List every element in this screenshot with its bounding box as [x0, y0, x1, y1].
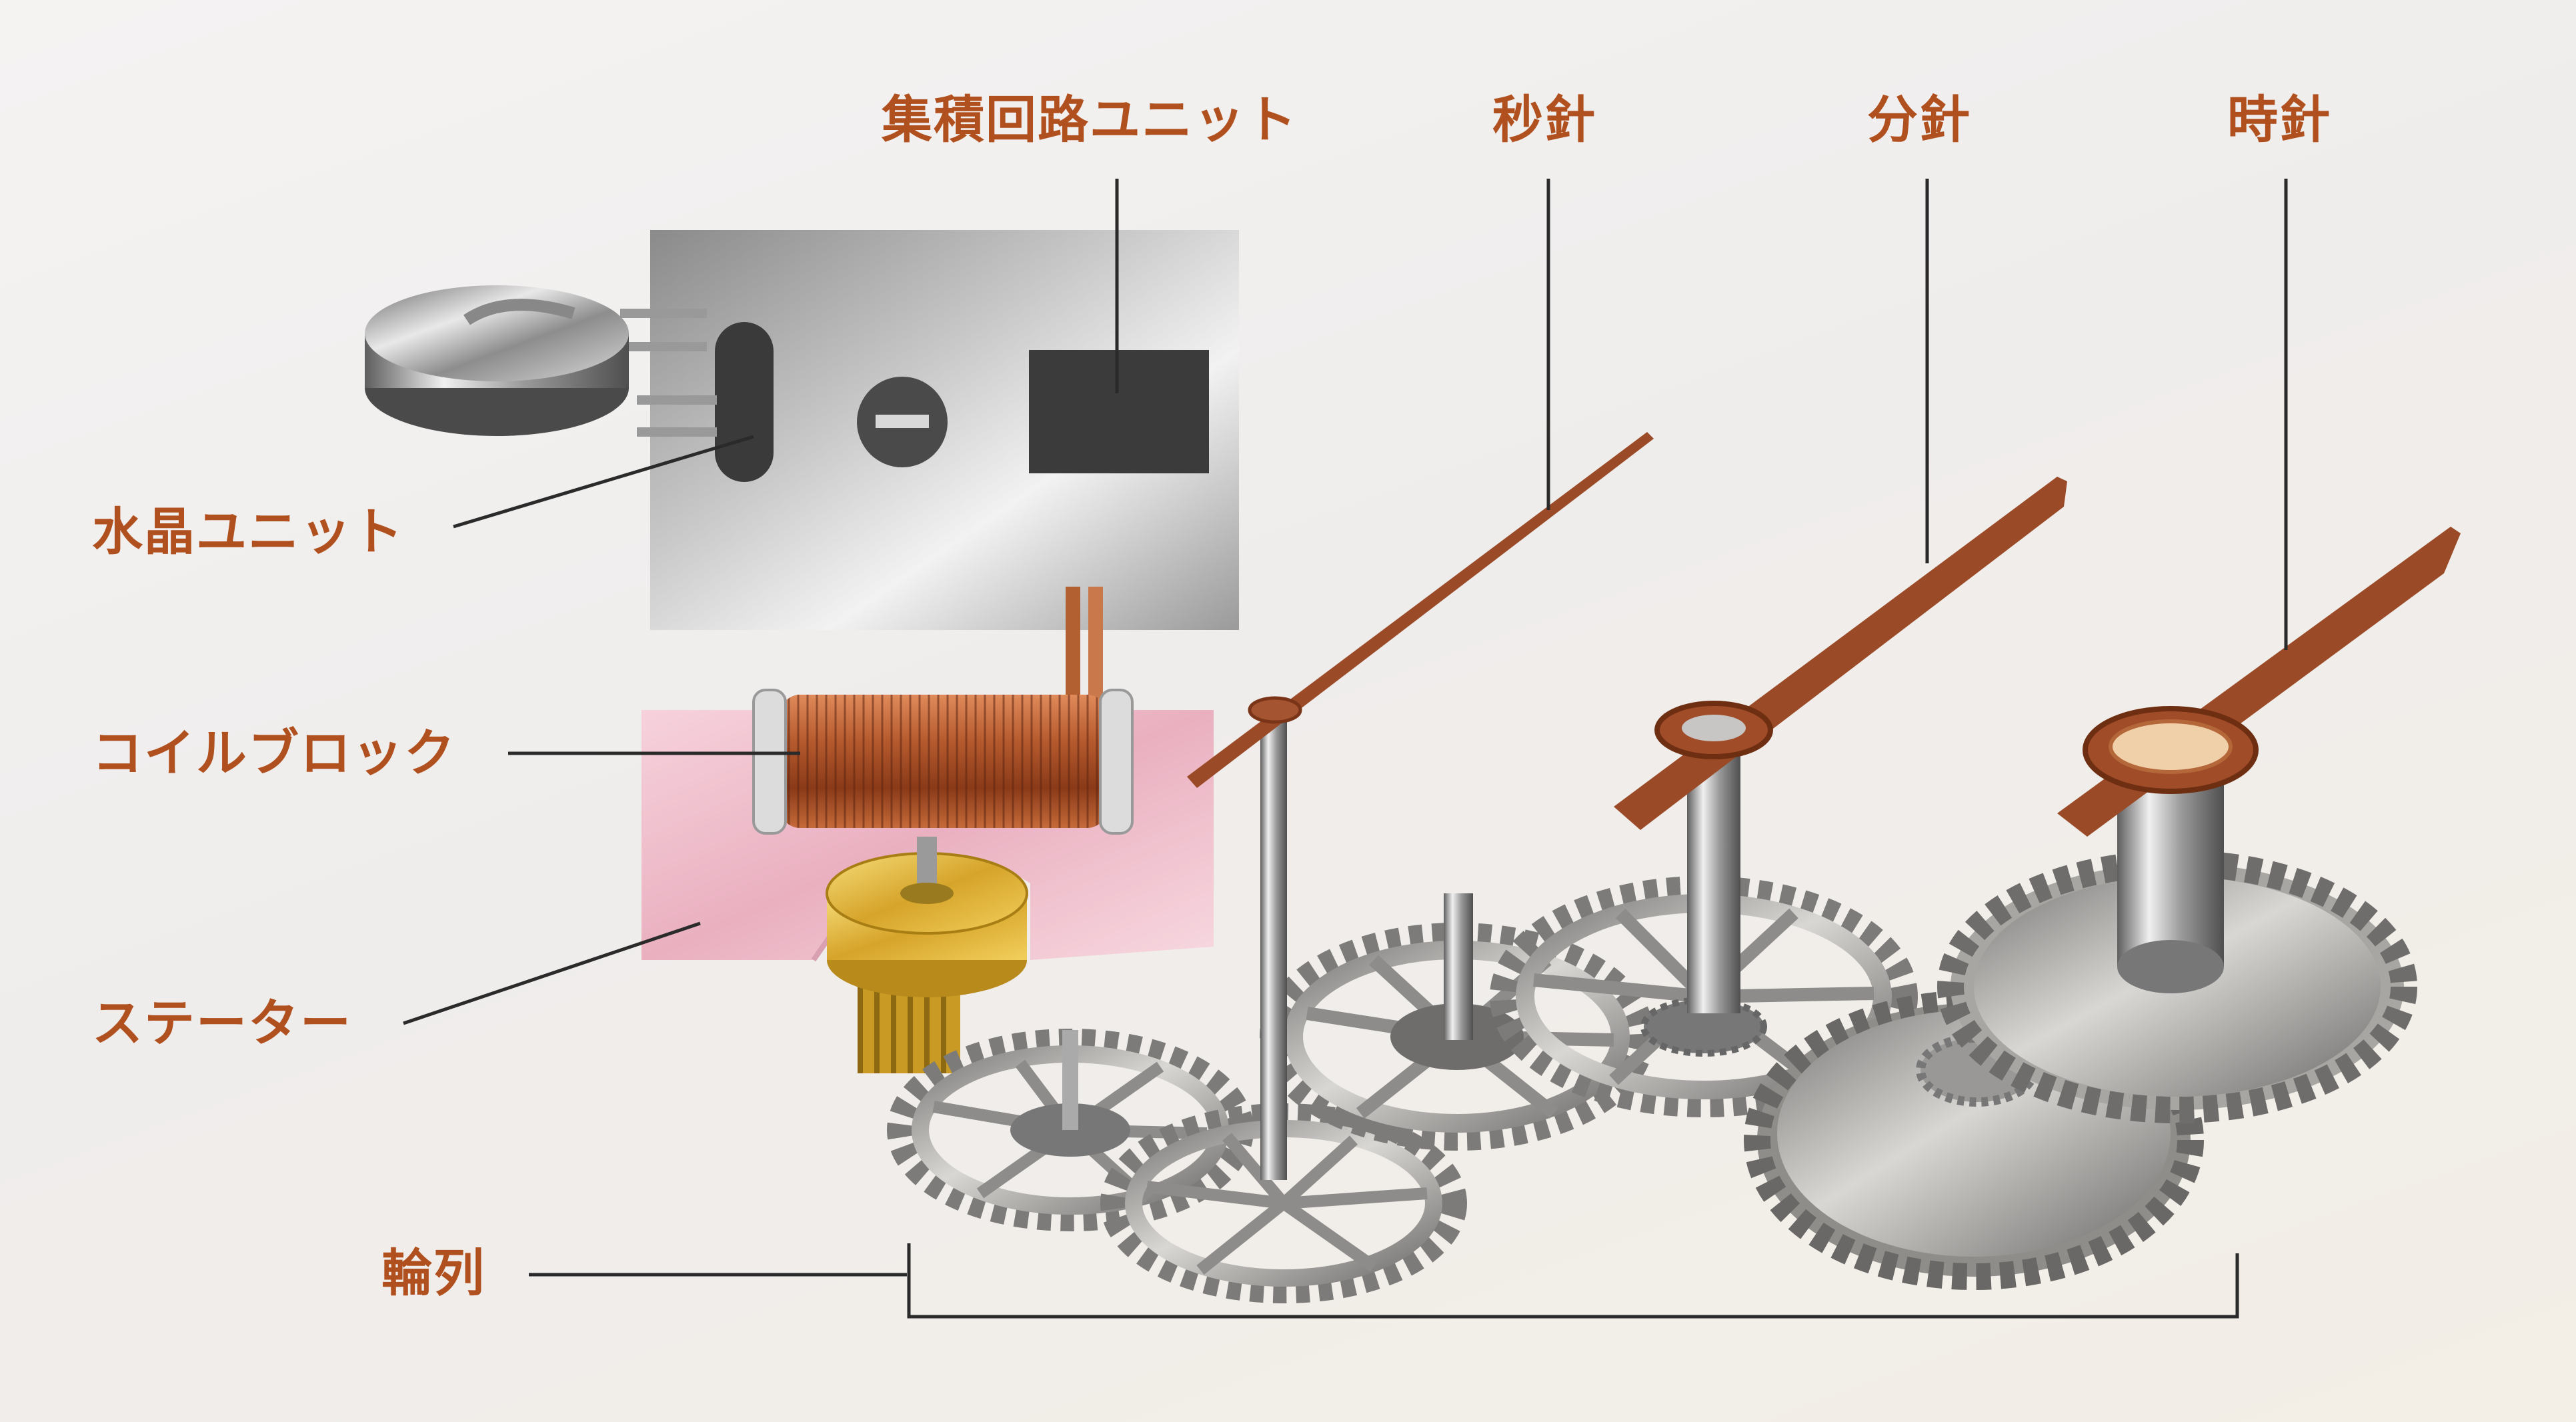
label-hour-hand: 時針 [2227, 90, 2331, 149]
gear-train-bracket [907, 1243, 2239, 1319]
label-ic-unit: 集積回路ユニット [882, 90, 1298, 149]
label-second-hand: 秒針 [1492, 90, 1596, 149]
crystal-unit-slot [715, 322, 774, 482]
label-stator: ステーター [92, 993, 352, 1053]
label-minute-hand: 分針 [1867, 90, 1971, 149]
crystal-disc [365, 285, 717, 437]
ic-chip [1029, 350, 1209, 473]
label-crystal-unit: 水晶ユニット [92, 502, 404, 561]
leader-lines [403, 179, 2288, 1319]
coil-block [752, 587, 1134, 835]
hour-hand [2057, 527, 2461, 993]
rotor [826, 837, 1028, 1073]
label-coil-block: コイルブロック [92, 723, 456, 783]
minute-hand [1614, 477, 2067, 1013]
second-hand [1187, 432, 1654, 1180]
leader-crystal-unit [453, 435, 754, 529]
ic-circuit-block [650, 230, 1239, 630]
leader-stator [403, 921, 701, 1025]
label-gear-train: 輪列 [381, 1243, 485, 1303]
